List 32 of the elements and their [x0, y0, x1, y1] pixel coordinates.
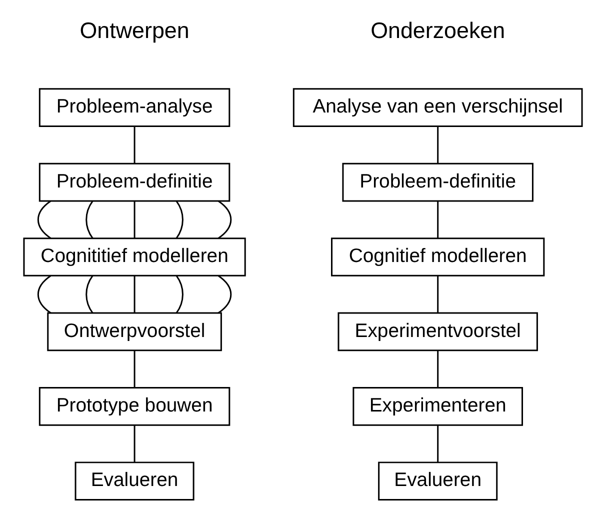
- connector: [133, 276, 135, 314]
- node-box: Ontwerpvoorstel: [46, 312, 222, 352]
- label: Onderzoeken: [370, 18, 505, 44]
- node-box: Probleem-analyse: [38, 88, 230, 128]
- connector: [133, 126, 135, 164]
- connector: [85, 275, 93, 314]
- node-box: Cognititief modelleren: [22, 238, 246, 276]
- connector: [175, 200, 183, 239]
- connector: [217, 200, 232, 239]
- connector: [133, 425, 135, 462]
- node-box: Probleem-definitie: [38, 162, 230, 202]
- connector: [436, 276, 438, 314]
- connector: [436, 201, 438, 238]
- label: Ontwerpen: [79, 18, 189, 44]
- connector: [36, 200, 51, 239]
- connector: [217, 275, 232, 314]
- node-box: Analyse van een verschijnsel: [292, 88, 582, 128]
- node-box: Prototype bouwen: [38, 386, 230, 426]
- connector: [436, 126, 438, 164]
- node-box: Cognitief modelleren: [330, 238, 544, 276]
- connector: [436, 350, 438, 388]
- node-box: Evalueren: [74, 462, 194, 501]
- node-box: Probleem-definitie: [342, 162, 533, 202]
- connector: [133, 350, 135, 388]
- connector: [85, 200, 93, 239]
- node-box: Experimentvoorstel: [337, 312, 538, 352]
- connector: [133, 201, 135, 238]
- node-box: Evalueren: [378, 462, 498, 501]
- connector: [36, 275, 51, 314]
- connector: [175, 275, 183, 314]
- node-box: Experimenteren: [352, 386, 522, 426]
- connector: [436, 425, 438, 462]
